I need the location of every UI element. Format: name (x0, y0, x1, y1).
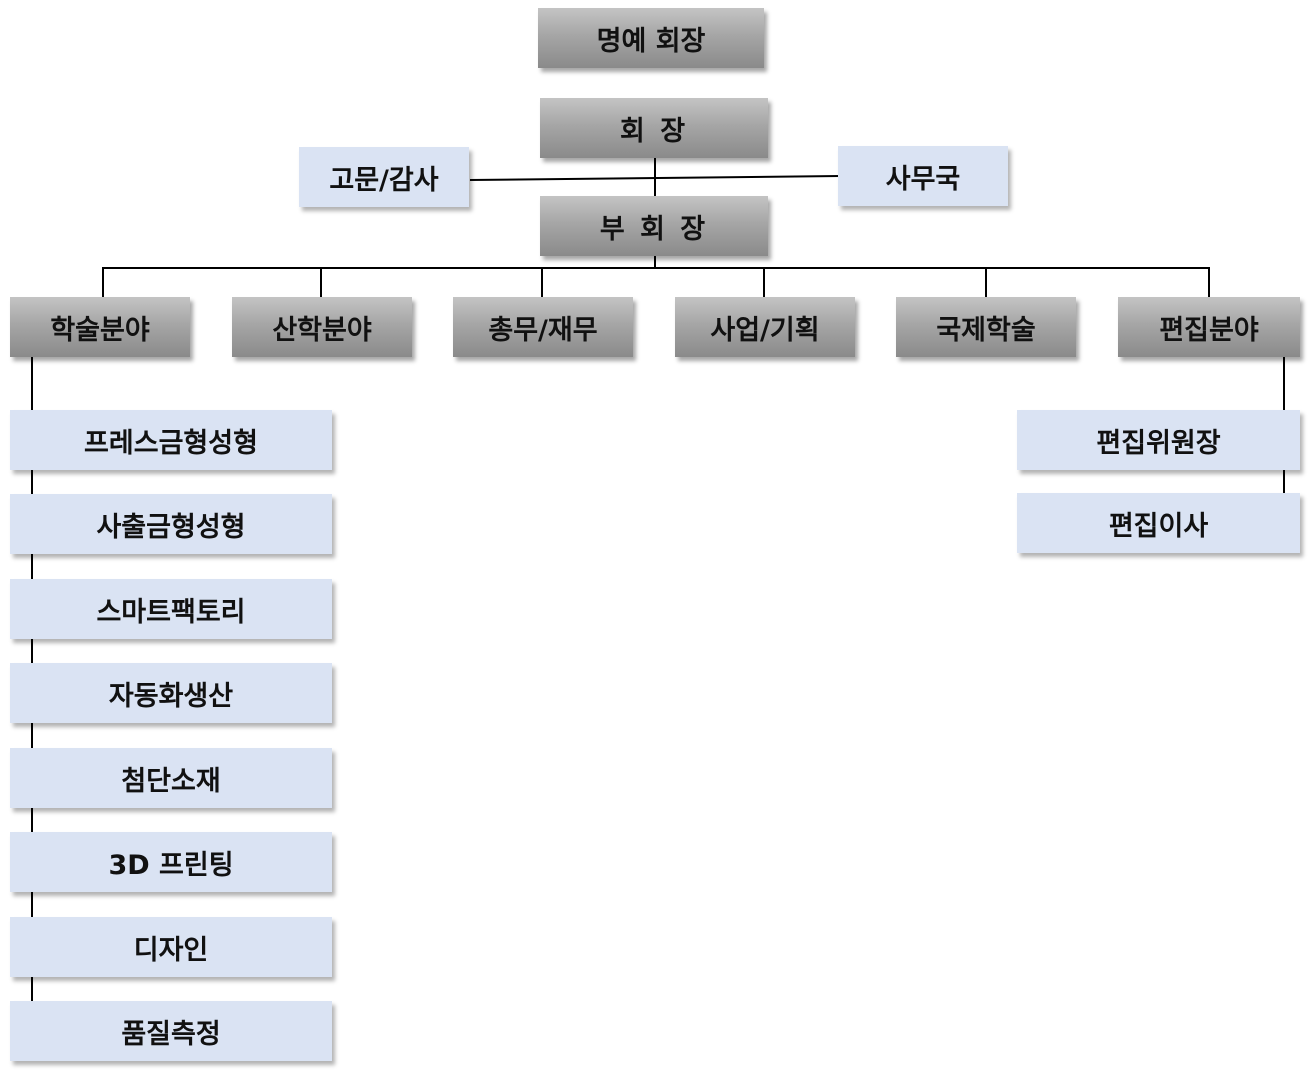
honorary-chair-label: 명예 회장 (596, 25, 706, 57)
academic-item-label: 3D 프린팅 (108, 849, 234, 881)
division-label: 편집분야 (1159, 314, 1259, 346)
division-international: 국제학술 (896, 297, 1076, 357)
division-label: 학술분야 (50, 314, 150, 346)
academic-item-label: 사출금형성형 (96, 511, 246, 543)
academic-item: 3D 프린팅 (10, 832, 332, 892)
secretariat-label: 사무국 (885, 163, 961, 195)
academic-item-label: 디자인 (133, 934, 209, 966)
academic-item: 첨단소재 (10, 748, 332, 808)
academic-item: 프레스금형성형 (10, 410, 332, 470)
academic-item-label: 첨단소재 (121, 765, 221, 797)
advisor-box: 고문/감사 (299, 147, 469, 207)
vice-chair-label: 부 회 장 (599, 213, 709, 245)
academic-item: 자동화생산 (10, 663, 332, 723)
academic-item-label: 품질측정 (121, 1018, 221, 1050)
academic-item: 디자인 (10, 917, 332, 977)
academic-item-label: 스마트팩토리 (96, 596, 246, 628)
connector-advisor-secretariat (469, 175, 841, 181)
editorial-item: 편집위원장 (1017, 410, 1300, 470)
division-general-affairs: 총무/재무 (453, 297, 633, 357)
editorial-item-label: 편집이사 (1108, 510, 1209, 542)
division-label: 국제학술 (936, 314, 1036, 346)
academic-item: 사출금형성형 (10, 494, 332, 554)
academic-item: 스마트팩토리 (10, 579, 332, 639)
secretariat-box: 사무국 (838, 146, 1008, 206)
academic-item-label: 프레스금형성형 (84, 427, 258, 459)
editorial-item: 편집이사 (1017, 493, 1300, 553)
division-business-planning: 사업/기획 (675, 297, 855, 357)
division-label: 총무/재무 (488, 314, 598, 346)
division-label: 사업/기획 (710, 314, 820, 346)
division-academic: 학술분야 (10, 297, 190, 357)
honorary-chair-box: 명예 회장 (538, 8, 764, 68)
vice-chair-box: 부 회 장 (540, 196, 768, 256)
advisor-label: 고문/감사 (329, 164, 439, 196)
division-industry: 산학분야 (232, 297, 412, 357)
division-label: 산학분야 (272, 314, 372, 346)
academic-item-label: 자동화생산 (108, 680, 234, 712)
chair-label: 회 장 (619, 115, 689, 147)
academic-item: 품질측정 (10, 1001, 332, 1061)
chair-box: 회 장 (540, 98, 768, 158)
editorial-item-label: 편집위원장 (1096, 427, 1221, 459)
division-editorial: 편집분야 (1118, 297, 1300, 357)
